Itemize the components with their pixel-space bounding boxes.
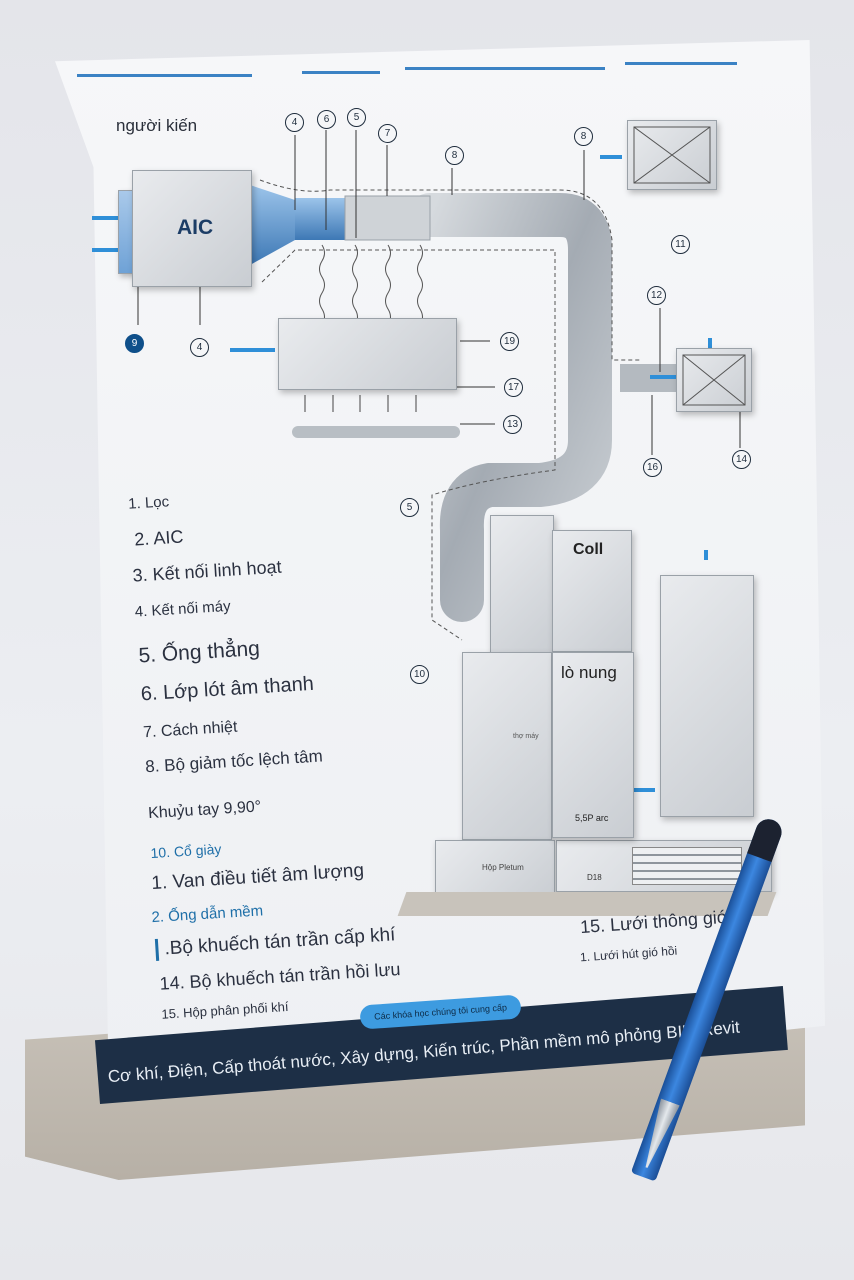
fan-coil-unit [278,318,457,390]
callout-6: 6 [317,110,336,129]
header-rule [302,71,380,74]
hangers [319,244,423,326]
d18-label: D18 [587,873,602,882]
aic-unit: AIC [132,170,252,287]
callout-10: 10 [410,665,429,684]
plenum-label: Hộp Pletum [482,863,524,872]
transition-duct [250,185,431,265]
furnace-box: lò nung 5,5P arc [552,652,634,838]
callout-5: 5 [347,108,366,127]
coil-label: Coll [573,541,604,558]
supply-arrows [304,395,417,412]
callout-9: 9 [125,334,144,353]
airflow-arrows [92,155,712,792]
callout-16: 16 [643,458,662,477]
callout-7: 7 [378,124,397,143]
return-grille [632,847,742,885]
supply-diffuser [627,120,717,190]
callout-4: 4 [285,113,304,132]
aic-label: AIC [177,216,214,239]
header-rule [77,74,252,77]
callout-13: 13 [503,415,522,434]
plenum-box: Hộp Pletum [435,840,555,900]
furnace-label: lò nung [561,663,617,682]
plenum-section [490,515,554,657]
callout-14: 14 [732,450,751,469]
page-title: người kiến [116,116,198,135]
header-rule [405,67,605,70]
callout-17: 17 [504,378,523,397]
return-plenum [660,575,754,817]
callout-11: 11 [671,235,690,254]
return-diffuser [676,348,752,412]
capacity-label: 5,5P arc [575,813,609,823]
callout-4: 4 [190,338,209,357]
callout-5: 5 [400,498,419,517]
linear-diffuser [292,426,460,438]
callout-8: 8 [445,146,464,165]
callout-8: 8 [574,127,593,146]
leader-lines [137,130,741,455]
coil-box: Coll [552,530,632,652]
callout-19: 19 [500,332,519,351]
legend-item: 2. AIC [133,526,184,550]
legend-item: 1. Lọc [127,493,170,513]
header-rule [625,62,737,65]
callout-12: 12 [647,286,666,305]
technician-label: thợ máy [513,733,539,740]
cabinet: thợ máy [462,652,552,840]
